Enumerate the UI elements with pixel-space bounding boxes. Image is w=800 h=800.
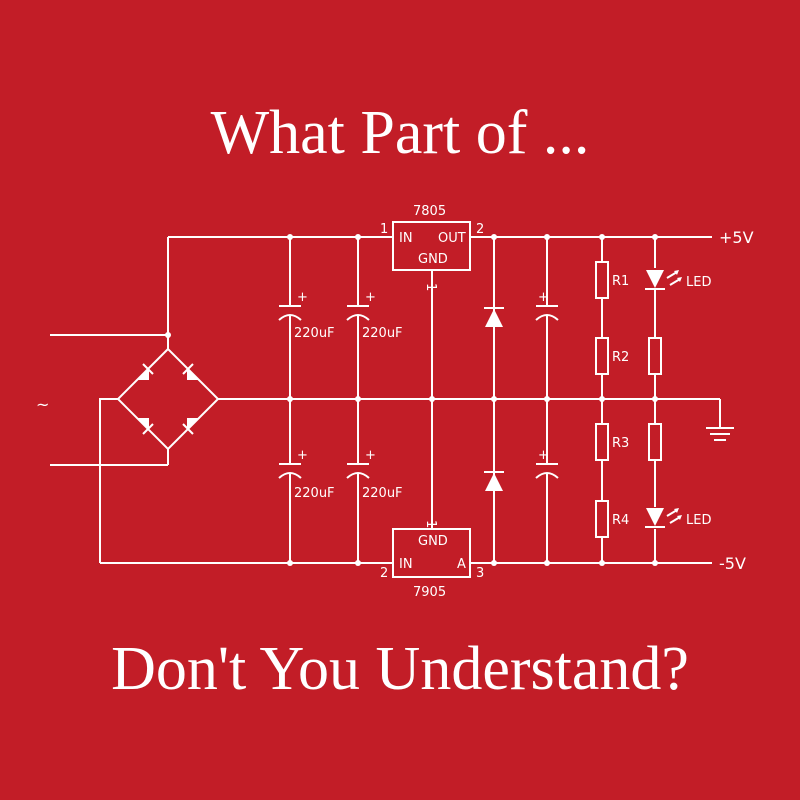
regulator-pin-number: 3 <box>476 566 484 581</box>
junction-dot <box>652 234 658 240</box>
resistor-r1: R1 <box>595 261 629 299</box>
ground-rail-wire <box>218 398 721 427</box>
regulator-pin-out: OUT <box>438 231 466 246</box>
led-label: LED <box>686 275 711 290</box>
junction-dot <box>491 560 497 566</box>
regulator-positive-name: 7805 <box>413 204 446 219</box>
protection-diode-top <box>484 307 504 327</box>
capacitor-plus-sign: + <box>297 290 308 305</box>
junction-dot <box>544 396 550 402</box>
regulator-negative-name: 7905 <box>413 585 446 600</box>
positive-rail-label: +5V <box>719 228 754 247</box>
junction-dot <box>355 560 361 566</box>
resistor-label: R4 <box>612 513 629 528</box>
junction-dot <box>287 560 293 566</box>
junction-dot <box>287 234 293 240</box>
input-capacitor-1: + 220uF <box>278 290 335 341</box>
junction-dot <box>544 560 550 566</box>
output-capacitor-bottom: + <box>535 448 559 479</box>
input-capacitor-3: + 220uF <box>278 448 335 501</box>
negative-rail-label: -5V <box>719 554 746 573</box>
junction-dot <box>599 560 605 566</box>
ac-input-top-wire <box>50 237 169 349</box>
capacitor-value: 220uF <box>294 326 335 341</box>
junction-dot <box>491 234 497 240</box>
junction-dot <box>491 396 497 402</box>
regulator-7905: 7905 IN A GND 1 2 3 <box>380 520 484 600</box>
junction-dot <box>599 396 605 402</box>
junction-dot <box>355 234 361 240</box>
title-top: What Part of ... <box>210 99 590 167</box>
capacitor-plus-sign: + <box>297 448 308 463</box>
regulator-pin-gnd: GND <box>418 252 448 267</box>
ac-input-bottom-wire <box>50 449 169 466</box>
input-capacitor-4: + 220uF <box>346 448 403 501</box>
title-bottom: Don't You Understand? <box>111 635 689 703</box>
resistor-r2: R2 <box>595 337 629 375</box>
resistor-label: R1 <box>612 274 629 289</box>
led-bottom: LED <box>645 508 711 528</box>
capacitor-plus-sign: + <box>365 448 376 463</box>
regulator-7805: 7805 IN OUT GND 1 2 1 <box>380 204 484 291</box>
led-resistor-top <box>648 337 662 375</box>
regulator-pin-in: IN <box>399 557 413 572</box>
junction-dot <box>599 234 605 240</box>
resistor-r4: R4 <box>595 500 629 538</box>
capacitor-plus-sign: + <box>538 448 549 463</box>
regulator-pin-number: 1 <box>423 283 438 291</box>
regulator-pin-number: 1 <box>380 222 388 237</box>
bridge-diode-lower-left <box>137 418 154 435</box>
wires <box>50 236 721 564</box>
regulator-pin-out: A <box>457 557 466 572</box>
junction-dot <box>165 332 171 338</box>
capacitor-value: 220uF <box>362 486 403 501</box>
junction-dot <box>652 560 658 566</box>
input-capacitor-2: + 220uF <box>346 290 403 341</box>
junction-dot <box>355 396 361 402</box>
junction-dot <box>544 234 550 240</box>
regulator-pin-number: 2 <box>476 222 484 237</box>
junction-dot <box>652 396 658 402</box>
regulator-pin-gnd: GND <box>418 534 448 549</box>
resistor-label: R2 <box>612 350 629 365</box>
bridge-diode-upper-left <box>137 363 154 380</box>
capacitor-plus-sign: + <box>538 290 549 305</box>
led-label: LED <box>686 513 711 528</box>
bridge-diode-lower-right <box>182 418 199 435</box>
junction-dot <box>429 396 435 402</box>
protection-diode-bottom <box>484 471 504 491</box>
ground-icon <box>706 427 734 441</box>
bridge-negative-wire <box>99 398 118 563</box>
resistor-label: R3 <box>612 436 629 451</box>
bridge-diode-upper-right <box>182 363 199 380</box>
ac-source-symbol: ~ <box>36 395 49 414</box>
output-capacitor-top: + <box>535 290 559 321</box>
regulator-pin-number: 2 <box>380 566 388 581</box>
capacitor-plus-sign: + <box>365 290 376 305</box>
resistor-r3: R3 <box>595 423 629 461</box>
bridge-rectifier <box>116 347 220 451</box>
led-resistor-bottom <box>648 423 662 461</box>
bridge-diamond <box>116 347 220 451</box>
led-top: LED <box>645 270 711 290</box>
junction-dot <box>287 396 293 402</box>
capacitor-value: 220uF <box>294 486 335 501</box>
junction-dots <box>165 234 658 566</box>
regulator-pin-number: 1 <box>423 520 438 528</box>
capacitor-value: 220uF <box>362 326 403 341</box>
regulator-pin-in: IN <box>399 231 413 246</box>
